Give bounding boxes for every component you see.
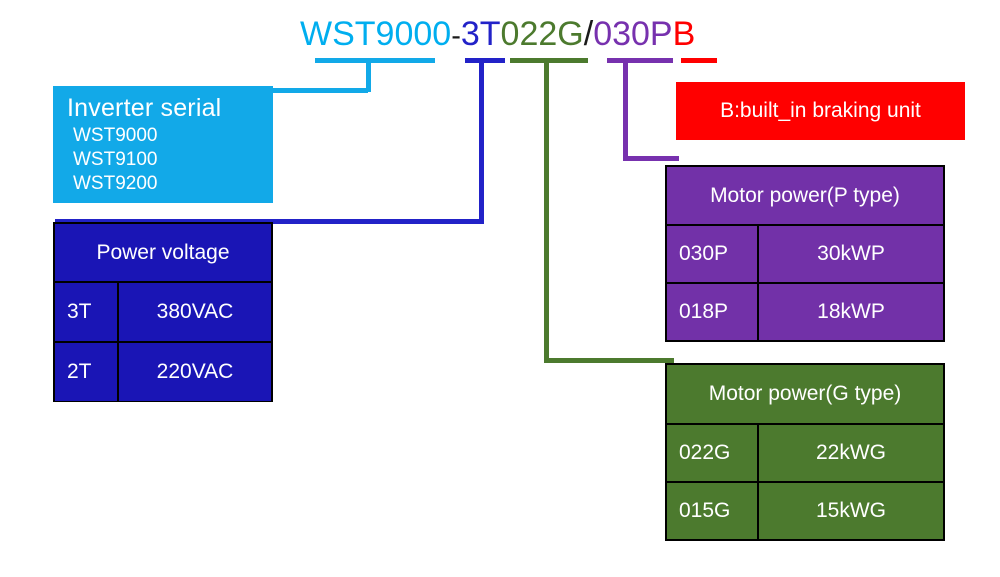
table-row: 018P 18kWP xyxy=(667,282,943,340)
motor-power-p-type-table: Motor power(P type) 030P 30kWP 018P 18kW… xyxy=(665,165,945,342)
ptype-value-cell: 30kWP xyxy=(757,226,943,282)
inverter-serial-item: WST9100 xyxy=(73,149,158,170)
power-voltage-header: Power voltage xyxy=(55,224,271,281)
connector-ptype-top-bar xyxy=(607,58,673,63)
code-segment-gtype: 022G xyxy=(500,15,584,53)
voltage-code-cell: 2T xyxy=(55,343,117,401)
inverter-serial-item: WST9000 xyxy=(73,125,158,146)
motor-power-g-header: Motor power(G type) xyxy=(667,365,943,423)
inverter-serial-box: Inverter serial WST9000 WST9100 WST9200 xyxy=(53,86,273,203)
table-row: 022G 22kWG xyxy=(667,423,943,481)
voltage-value-cell: 380VAC xyxy=(117,283,271,341)
gtype-code-cell: 022G xyxy=(667,425,757,481)
connector-serial-stem xyxy=(366,58,371,92)
inverter-serial-title: Inverter serial xyxy=(67,94,222,122)
code-segment-slash: / xyxy=(583,15,594,53)
voltage-value-cell: 220VAC xyxy=(117,343,271,401)
table-row: 3T 380VAC xyxy=(55,281,271,341)
table-header-row: Power voltage xyxy=(55,224,271,281)
power-voltage-table: Power voltage 3T 380VAC 2T 220VAC xyxy=(53,222,273,402)
connector-ptype-stem xyxy=(623,58,628,161)
voltage-code-cell: 3T xyxy=(55,283,117,341)
code-segment-voltage: 3T xyxy=(460,15,501,53)
table-row: 030P 30kWP xyxy=(667,224,943,282)
gtype-code-cell: 015G xyxy=(667,483,757,539)
connector-voltage-left-run xyxy=(55,219,484,224)
motor-power-g-type-table: Motor power(G type) 022G 22kWG 015G 15kW… xyxy=(665,363,945,541)
connector-gtype-stem xyxy=(544,58,549,361)
table-header-row: Motor power(P type) xyxy=(667,167,943,224)
ptype-value-cell: 18kWP xyxy=(757,284,943,340)
table-row: 015G 15kWG xyxy=(667,481,943,539)
connector-gtype-right-run xyxy=(544,358,674,363)
connector-voltage-top-bar xyxy=(465,58,505,63)
braking-unit-box: B:built_in braking unit xyxy=(676,82,965,140)
code-segment-ptype: 030P xyxy=(593,15,673,53)
gtype-value-cell: 22kWG xyxy=(757,425,943,481)
inverter-serial-item: WST9200 xyxy=(73,173,158,194)
ptype-code-cell: 030P xyxy=(667,226,757,282)
gtype-value-cell: 15kWG xyxy=(757,483,943,539)
connector-brake-bar xyxy=(681,58,717,63)
connector-gtype-top-bar xyxy=(510,58,588,63)
connector-serial-top-bar xyxy=(315,58,435,63)
code-segment-serial: WST9000 xyxy=(300,15,452,53)
code-segment-dash: - xyxy=(451,20,461,52)
model-code-title: WST9000-3T022G/030PB xyxy=(300,14,695,56)
connector-ptype-right-run xyxy=(623,156,679,161)
motor-power-p-header: Motor power(P type) xyxy=(667,167,943,224)
table-row: 2T 220VAC xyxy=(55,341,271,401)
ptype-code-cell: 018P xyxy=(667,284,757,340)
code-segment-brake: B xyxy=(672,15,696,53)
connector-voltage-stem xyxy=(479,58,484,223)
table-header-row: Motor power(G type) xyxy=(667,365,943,423)
braking-unit-label: B:built_in braking unit xyxy=(720,99,921,122)
